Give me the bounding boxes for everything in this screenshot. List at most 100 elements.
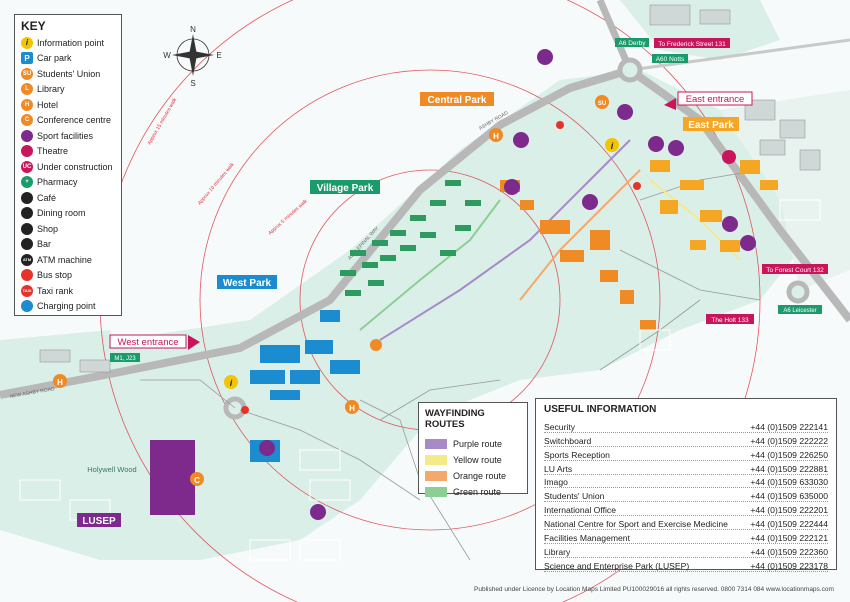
contact-phone[interactable]: +44 (0)1509 633030 <box>750 477 828 488</box>
hotel-icon[interactable]: H <box>53 374 67 388</box>
key-item-label: Pharmacy <box>37 177 78 188</box>
contact-phone[interactable]: +44 (0)1509 222201 <box>750 505 828 516</box>
map-credit: Published under Licence by Location Maps… <box>474 586 834 593</box>
hotel-icon[interactable]: H <box>489 128 503 142</box>
contact-phone[interactable]: +44 (0)1509 222881 <box>750 463 828 474</box>
atm-icon: ATM <box>21 253 33 266</box>
key-item-label: Students' Union <box>37 68 101 79</box>
key-item: Dining room <box>21 206 115 222</box>
students-union-icon: SU <box>21 67 33 80</box>
contact-phone[interactable]: +44 (0)1509 635000 <box>750 491 828 502</box>
contact-name: Sports Reception <box>544 449 610 460</box>
conference-centre-icon[interactable]: C <box>190 472 204 486</box>
bar-icon <box>21 238 33 251</box>
svg-text:SU: SU <box>598 101 606 107</box>
svg-text:i: i <box>611 141 614 151</box>
key-item-label: Taxi rank <box>37 285 74 296</box>
contact-name: LU Arts <box>544 463 573 474</box>
information-point-icon[interactable]: i <box>224 375 238 389</box>
village-park-buildings <box>340 180 481 296</box>
contact-name: International Office <box>544 505 616 516</box>
sport-facilities-icon[interactable] <box>259 49 756 520</box>
svg-text:The Holt 133: The Holt 133 <box>711 317 749 324</box>
route-color-swatch <box>425 487 447 497</box>
contact-phone[interactable]: +44 (0)1509 222222 <box>750 435 828 446</box>
svg-text:M1, J23: M1, J23 <box>114 356 136 362</box>
wayfinding-route-item: Orange route <box>425 468 521 484</box>
svg-text:i: i <box>230 378 233 388</box>
svg-text:Village Park: Village Park <box>317 183 374 194</box>
theatre-icon[interactable] <box>722 150 736 164</box>
orange-route-path <box>519 169 641 301</box>
car-park-icon: P <box>21 52 33 65</box>
taxi-rank-icon: TAXI <box>21 284 33 297</box>
contact-phone[interactable]: +44 (0)1509 222360 <box>750 546 828 557</box>
road-to-north <box>596 0 634 72</box>
key-item-label: Theatre <box>37 146 69 157</box>
park-label-central[interactable]: Central Park <box>420 92 494 106</box>
sign-m1-j23: M1, J23 <box>110 353 140 362</box>
contact-row: Imago+44 (0)1509 633030 <box>544 475 828 489</box>
students-union-icon[interactable]: SU <box>595 95 609 109</box>
sign-a60-notts: A60 Notts <box>652 54 688 63</box>
svg-text:West Park: West Park <box>223 278 272 289</box>
key-item: P Car park <box>21 51 115 67</box>
park-label-west[interactable]: West Park <box>217 275 277 289</box>
key-item: Bar <box>21 237 115 253</box>
sign-frederick-street: To Frederick Street 131 <box>654 38 730 48</box>
contact-row: Library+44 (0)1509 222360 <box>544 544 828 558</box>
route-color-swatch <box>425 439 447 449</box>
east-campus-land <box>720 90 850 290</box>
lusep-buildings <box>150 440 195 515</box>
bus-stop-icon[interactable] <box>241 121 641 414</box>
sign-the-holt: The Holt 133 <box>706 314 754 324</box>
holywell-wood-label: Holywell Wood <box>87 465 136 474</box>
contact-phone[interactable]: +44 (0)1509 222141 <box>750 421 828 432</box>
key-item: Café <box>21 190 115 206</box>
park-label-east[interactable]: East Park <box>683 117 739 131</box>
key-item-label: Car park <box>37 53 72 64</box>
park-label-village[interactable]: Village Park <box>310 180 380 194</box>
route-label: Purple route <box>453 439 503 449</box>
key-item: Sport facilities <box>21 128 115 144</box>
west-entrance-arrow-icon <box>188 335 200 350</box>
svg-text:C: C <box>194 476 200 485</box>
wayfinding-route-item: Purple route <box>425 436 521 452</box>
bus-stop-icon <box>21 269 33 282</box>
west-entrance-marker[interactable]: West entrance <box>109 334 200 350</box>
park-label-lusep[interactable]: LUSEP <box>77 513 121 527</box>
route-color-swatch <box>425 471 447 481</box>
contact-name: Switchboard <box>544 435 592 446</box>
key-item-label: Conference centre <box>37 115 112 126</box>
library-icon[interactable] <box>370 339 382 351</box>
contact-phone[interactable]: +44 (0)1509 226250 <box>750 449 828 460</box>
svg-text:To Frederick Street 131: To Frederick Street 131 <box>658 41 726 48</box>
key-item: +Pharmacy <box>21 175 115 191</box>
contact-name: Students' Union <box>544 491 605 502</box>
sign-a6-derby: A6 Derby <box>615 38 649 47</box>
key-item: TAXI Taxi rank <box>21 283 115 299</box>
theatre-icon <box>21 145 33 158</box>
svg-text:H: H <box>493 132 499 141</box>
hotel-icon[interactable]: H <box>345 400 359 414</box>
east-entrance-arrow-icon <box>664 98 676 110</box>
contact-row: International Office +44 (0)1509 222201 <box>544 502 828 517</box>
road-to-east <box>629 38 850 72</box>
contact-phone[interactable]: +44 (0)1509 222444 <box>750 519 828 530</box>
sport-facilities-icon <box>21 129 33 142</box>
key-item: Bus stop <box>21 268 115 284</box>
contact-phone[interactable]: +44 (0)1509 222121 <box>750 533 828 544</box>
information-point-icon[interactable]: i <box>605 138 619 152</box>
useful-info-title: USEFUL INFORMATION <box>544 404 657 415</box>
contact-phone[interactable]: +44 (0)1509 223178 <box>750 560 828 571</box>
purple-route-path <box>379 139 631 341</box>
east-campus-grey-buildings <box>39 4 821 373</box>
east-entrance-marker[interactable]: East entrance <box>664 91 753 110</box>
east-roundabout <box>786 280 810 304</box>
contact-name: National Centre for Sport and Exercise M… <box>544 519 728 530</box>
